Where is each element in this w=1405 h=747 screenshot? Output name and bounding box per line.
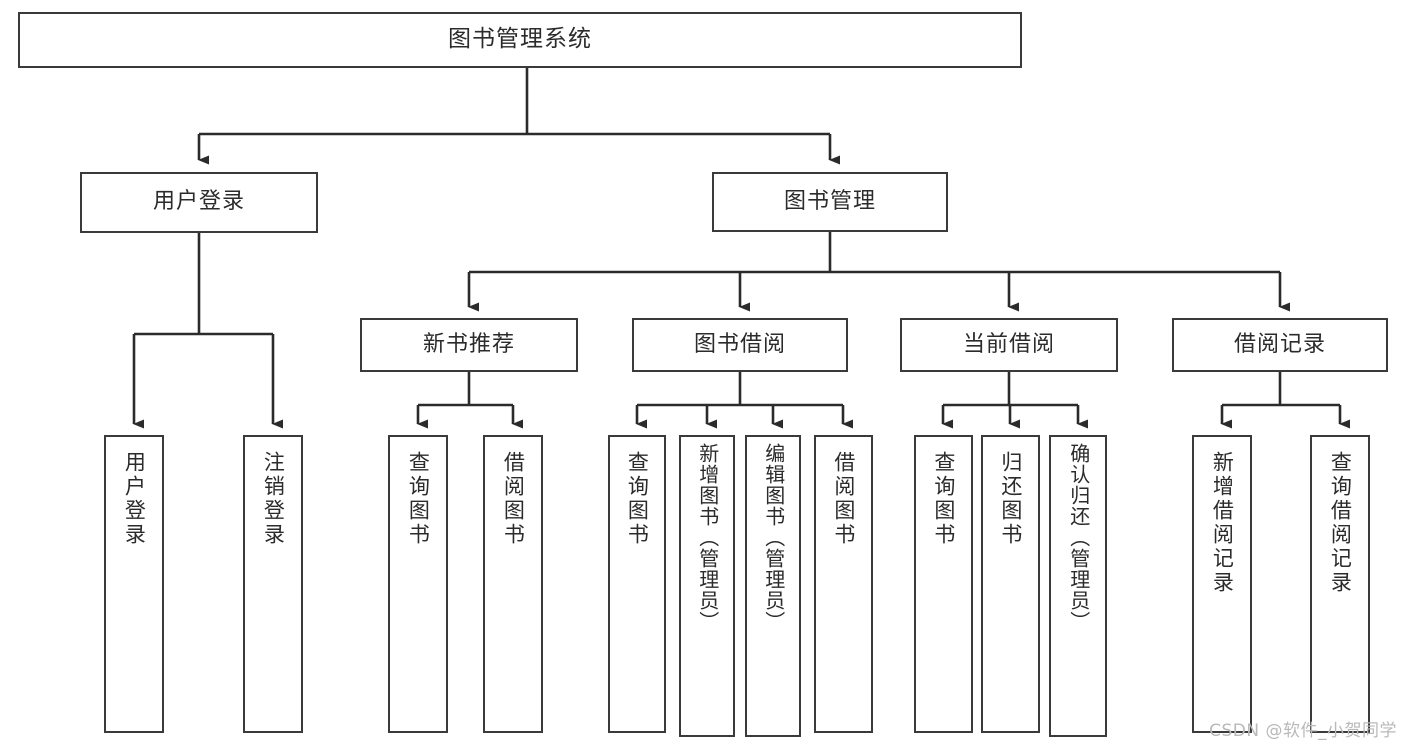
- leaf-confirm-return-label: 确认归还（管理员）: [1066, 443, 1091, 632]
- leaf-query-record-label: 查询借阅记录: [1328, 451, 1353, 595]
- csdn-watermark: CSDN @软件_小贺同学: [1209, 721, 1397, 741]
- node-book-manage[interactable]: 图书管理: [712, 172, 948, 232]
- leaf-query-book-1[interactable]: 查询图书: [388, 435, 448, 733]
- leaf-query-book-2-label: 查询图书: [625, 451, 650, 547]
- leaf-query-book-2[interactable]: 查询图书: [608, 435, 666, 733]
- leaf-borrow-book-2-label: 借阅图书: [831, 451, 856, 547]
- leaf-query-record[interactable]: 查询借阅记录: [1310, 435, 1370, 733]
- leaf-confirm-return[interactable]: 确认归还（管理员）: [1049, 435, 1107, 737]
- leaf-query-book-3-label: 查询图书: [931, 451, 956, 547]
- leaf-query-book-1-label: 查询图书: [406, 451, 431, 547]
- node-new-book-rec-label: 新书推荐: [422, 331, 515, 357]
- leaf-user-logout-label: 注销登录: [261, 451, 286, 547]
- node-book-borrow[interactable]: 图书借阅: [632, 318, 848, 372]
- leaf-add-book-label: 新增图书（管理员）: [695, 443, 720, 632]
- node-book-borrow-label: 图书借阅: [693, 331, 786, 357]
- leaf-edit-book[interactable]: 编辑图书（管理员）: [745, 435, 801, 737]
- leaf-edit-book-label: 编辑图书（管理员）: [761, 443, 786, 632]
- node-current-borrow[interactable]: 当前借阅: [900, 318, 1118, 372]
- node-new-book-rec[interactable]: 新书推荐: [360, 318, 578, 372]
- node-user-login[interactable]: 用户登录: [80, 172, 318, 233]
- leaf-return-book-label: 归还图书: [998, 451, 1023, 547]
- node-borrow-record[interactable]: 借阅记录: [1172, 318, 1388, 372]
- leaf-user-login-label: 用户登录: [122, 451, 147, 547]
- leaf-query-book-3[interactable]: 查询图书: [914, 435, 973, 733]
- node-book-manage-label: 图书管理: [783, 188, 876, 214]
- leaf-user-logout[interactable]: 注销登录: [243, 435, 303, 733]
- node-root[interactable]: 图书管理系统: [18, 12, 1022, 68]
- leaf-borrow-book-2[interactable]: 借阅图书: [814, 435, 873, 733]
- leaf-borrow-book-1-label: 借阅图书: [501, 451, 526, 547]
- leaf-user-login[interactable]: 用户登录: [104, 435, 164, 733]
- node-user-login-label: 用户登录: [152, 189, 245, 215]
- leaf-add-record-label: 新增借阅记录: [1210, 451, 1235, 595]
- node-current-borrow-label: 当前借阅: [962, 331, 1055, 357]
- leaf-add-book[interactable]: 新增图书（管理员）: [679, 435, 735, 737]
- leaf-borrow-book-1[interactable]: 借阅图书: [483, 435, 543, 733]
- leaf-add-record[interactable]: 新增借阅记录: [1192, 435, 1252, 733]
- leaf-return-book[interactable]: 归还图书: [981, 435, 1040, 733]
- node-borrow-record-label: 借阅记录: [1233, 331, 1326, 357]
- node-root-label: 图书管理系统: [448, 26, 592, 53]
